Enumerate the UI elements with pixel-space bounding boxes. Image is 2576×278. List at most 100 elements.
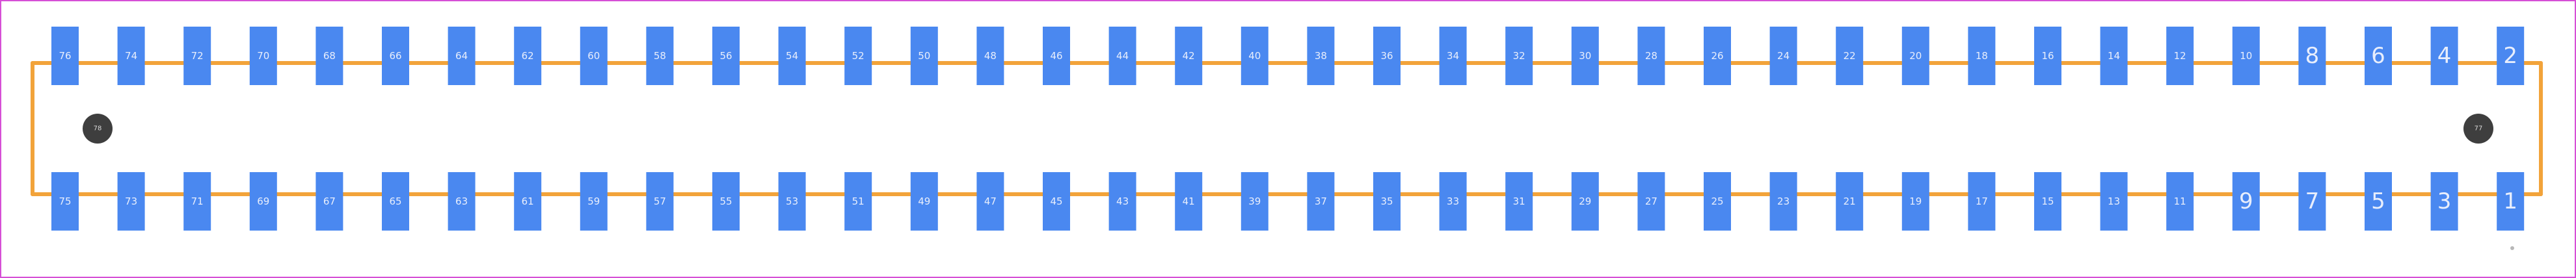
pad-label: 73 (125, 196, 137, 207)
pad-68: 68 (315, 27, 343, 85)
pad-label: 15 (2041, 196, 2054, 207)
pad-label: 54 (786, 50, 798, 62)
pad-label: 63 (455, 196, 468, 207)
pad-label: 39 (1248, 196, 1261, 207)
pad-53: 53 (778, 172, 806, 231)
pad-label: 4 (2437, 43, 2452, 69)
pad-shape (1968, 27, 1996, 85)
pad-label: 37 (1315, 196, 1327, 207)
pad-37: 37 (1307, 172, 1335, 231)
pad-label: 67 (323, 196, 336, 207)
pad-shape (1637, 27, 1665, 85)
pad-label: 31 (1513, 196, 1525, 207)
pad-54: 54 (778, 27, 806, 85)
pad-label: 13 (2108, 196, 2120, 207)
pad-shape (580, 27, 608, 85)
pad-label: 72 (191, 50, 204, 62)
pad-label: 55 (719, 196, 732, 207)
pad-shape (1637, 172, 1665, 231)
pad-57: 57 (646, 172, 674, 231)
pad-45: 45 (1043, 172, 1070, 231)
pad-label: 66 (389, 50, 401, 62)
pad-shape (976, 27, 1004, 85)
pad-label: 16 (2041, 50, 2054, 62)
pad-72: 72 (183, 27, 211, 85)
pad-15: 15 (2034, 172, 2061, 231)
pad-69: 69 (249, 172, 277, 231)
pad-70: 70 (249, 27, 277, 85)
pad-label: 21 (1844, 196, 1856, 207)
pad-shape (2232, 172, 2260, 231)
pad-23: 23 (1769, 172, 1797, 231)
pad-27: 27 (1637, 172, 1665, 231)
pad-30: 30 (1571, 27, 1599, 85)
pad-label: 75 (59, 196, 71, 207)
pad-shape (183, 27, 211, 85)
pad-33: 33 (1439, 172, 1467, 231)
pad-label: 10 (2240, 50, 2252, 62)
pad-label: 27 (1645, 196, 1657, 207)
pad-shape (712, 27, 740, 85)
pad-shape (51, 172, 79, 231)
pad-39: 39 (1241, 172, 1268, 231)
pad-61: 61 (514, 172, 542, 231)
pad-51: 51 (844, 172, 872, 231)
pad-shape (910, 172, 938, 231)
pad-shape (2034, 27, 2061, 85)
pad-label: 45 (1050, 196, 1062, 207)
pad-shape (1241, 172, 1268, 231)
pad-shape (844, 27, 872, 85)
hole-shape (2463, 114, 2493, 144)
pad-label: 52 (852, 50, 865, 62)
pad-shape (2166, 27, 2194, 85)
pad-label: 17 (1976, 196, 1988, 207)
pad-label: 43 (1116, 196, 1129, 207)
pad-shape (1175, 172, 1203, 231)
pad-shape (2100, 27, 2128, 85)
pad-label: 50 (918, 50, 930, 62)
pad-label: 59 (587, 196, 600, 207)
pad-label: 49 (918, 196, 930, 207)
pad-label: 40 (1248, 50, 1261, 62)
pad-56: 56 (712, 27, 740, 85)
pad-62: 62 (514, 27, 542, 85)
pad-label: 9 (2239, 188, 2253, 214)
pad-shape (1373, 172, 1401, 231)
pad-16: 16 (2034, 27, 2061, 85)
pad-shape (2497, 27, 2525, 85)
pad-9: 9 (2232, 172, 2260, 231)
pad-shape (1901, 27, 1929, 85)
pad-shape (382, 27, 409, 85)
pad-label: 29 (1579, 196, 1591, 207)
pad-8: 8 (2298, 27, 2326, 85)
pad-label: 47 (984, 196, 997, 207)
pad-shape (514, 172, 542, 231)
pad-shape (1571, 172, 1599, 231)
pad-58: 58 (646, 27, 674, 85)
pad-shape (910, 27, 938, 85)
pad-label: 74 (125, 50, 137, 62)
pad-40: 40 (1241, 27, 1268, 85)
pad-shape (2430, 172, 2458, 231)
pad-shape (2100, 172, 2128, 231)
pad-shape (2298, 27, 2326, 85)
pad-29: 29 (1571, 172, 1599, 231)
pad-label: 26 (1711, 50, 1723, 62)
pad-46: 46 (1043, 27, 1070, 85)
pad-41: 41 (1175, 172, 1203, 231)
pad-71: 71 (183, 172, 211, 231)
pad-21: 21 (1836, 172, 1864, 231)
pad-label: 14 (2108, 50, 2120, 62)
pad-label: 20 (1909, 50, 1922, 62)
pad-label: 70 (257, 50, 269, 62)
pad-7: 7 (2298, 172, 2326, 231)
pad-label: 42 (1183, 50, 1195, 62)
mounting-hole-78: 78 (83, 114, 113, 144)
pad-label: 71 (191, 196, 204, 207)
pad-label: 8 (2305, 43, 2320, 69)
pad-shape (2430, 27, 2458, 85)
mounting-hole-77: 77 (2463, 114, 2493, 144)
pad-shape (1571, 27, 1599, 85)
